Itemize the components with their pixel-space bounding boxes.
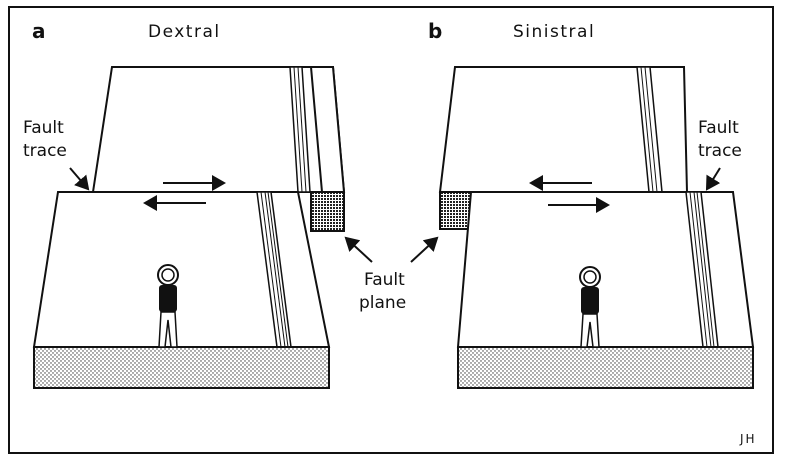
panel-a-title: Dextral	[148, 22, 221, 42]
fault-plane-label-line2: plane	[359, 293, 406, 313]
person-a	[157, 264, 179, 348]
sinistral-block: Fault trace	[438, 66, 755, 389]
fault-trace-pointer-b	[705, 167, 721, 191]
fault-plane-label-line1: Fault	[364, 270, 405, 290]
fault-trace-label-b-line1: Fault	[698, 118, 739, 138]
fault-plane-pointer-left	[344, 236, 373, 263]
person-b	[579, 266, 601, 348]
fault-plane-pointer-right	[410, 236, 439, 263]
fault-trace-pointer-a	[69, 167, 90, 191]
fault-trace-label-a-line1: Fault	[23, 118, 64, 138]
panel-b-letter: b	[428, 19, 442, 43]
fault-trace-label-a-line2: trace	[23, 141, 67, 161]
panel-b-title: Sinistral	[513, 22, 595, 42]
fault-plane-exposure-a	[310, 191, 345, 232]
fault-trace-label-b-line2: trace	[698, 141, 742, 161]
dextral-block: Fault trace	[23, 66, 346, 389]
front-block-side-b	[457, 346, 754, 389]
front-block-side	[33, 346, 330, 389]
author-signature: JH	[739, 432, 757, 446]
panel-a-letter: a	[32, 19, 46, 43]
fault-plane-exposure-b	[439, 191, 472, 230]
